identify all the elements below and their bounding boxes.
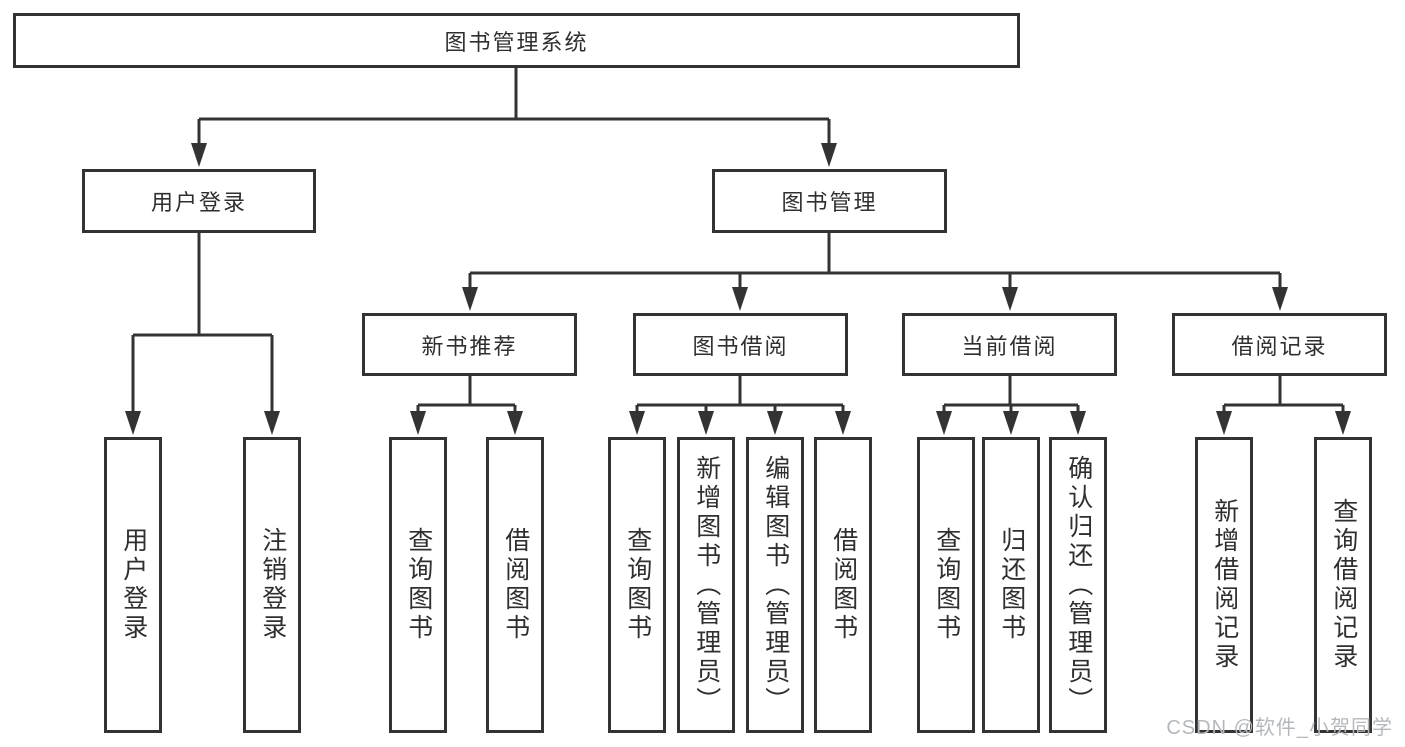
node-root-library-system: 图书管理系统: [13, 13, 1020, 68]
node-label: 借阅记录: [1231, 333, 1328, 359]
node-label: 借阅图书: [829, 527, 858, 643]
node-label: 归还图书: [997, 527, 1026, 643]
arrowhead: [936, 411, 952, 435]
arrowhead: [507, 411, 523, 435]
node-leaf-add-borrow-record: 新增借阅记录: [1195, 437, 1253, 733]
node-leaf-query-books-recommend: 查询图书: [389, 437, 447, 733]
node-leaf-query-borrow-record: 查询借阅记录: [1314, 437, 1372, 733]
arrowhead: [1002, 287, 1018, 311]
node-label: 图书借阅: [692, 333, 789, 359]
node-book-management: 图书管理: [712, 169, 947, 233]
node-leaf-user-login: 用户登录: [104, 437, 162, 733]
arrowhead: [1335, 411, 1351, 435]
arrowhead: [767, 411, 783, 435]
arrowhead: [191, 143, 207, 167]
arrowhead: [125, 411, 141, 435]
arrowhead: [698, 411, 714, 435]
node-label: 借阅图书: [501, 527, 530, 643]
arrowhead: [821, 143, 837, 167]
node-leaf-edit-books-admin: 编辑图书（管理员）: [746, 437, 804, 733]
node-book-borrowing: 图书借阅: [633, 313, 848, 376]
node-user-login: 用户登录: [82, 169, 316, 233]
node-label: 查询图书: [932, 527, 961, 643]
node-label: 注销登录: [258, 527, 287, 643]
node-label: 图书管理系统: [444, 29, 589, 55]
connector-paths: [131, 68, 1345, 413]
arrowhead: [264, 411, 280, 435]
node-label: 新增图书（管理员）: [692, 454, 721, 716]
arrowhead: [1003, 411, 1019, 435]
node-label: 用户登录: [150, 190, 247, 215]
node-label: 新书推荐: [421, 333, 518, 359]
arrowhead: [1272, 287, 1288, 311]
node-leaf-query-books-borrow: 查询图书: [608, 437, 666, 733]
node-borrowing-records: 借阅记录: [1172, 313, 1387, 376]
node-leaf-add-books-admin: 新增图书（管理员）: [677, 437, 735, 733]
node-label: 当前借阅: [961, 333, 1058, 359]
node-new-book-recommend: 新书推荐: [362, 313, 577, 376]
node-label: 查询借阅记录: [1329, 498, 1358, 672]
node-label: 查询图书: [623, 527, 652, 643]
node-current-borrowing: 当前借阅: [902, 313, 1117, 376]
node-leaf-confirm-return-admin: 确认归还（管理员）: [1049, 437, 1107, 733]
node-label: 用户登录: [119, 527, 148, 643]
node-label: 图书管理: [781, 190, 878, 215]
node-label: 查询图书: [404, 527, 433, 643]
arrowhead: [835, 411, 851, 435]
arrowhead: [1070, 411, 1086, 435]
arrowhead: [410, 411, 426, 435]
arrowhead: [629, 411, 645, 435]
watermark: CSDN @软件_小贺同学: [1166, 717, 1393, 739]
node-leaf-return-books: 归还图书: [982, 437, 1040, 733]
node-label: 确认归还（管理员）: [1064, 454, 1093, 716]
arrowhead: [462, 287, 478, 311]
node-leaf-logout: 注销登录: [243, 437, 301, 733]
node-leaf-borrow-books: 借阅图书: [814, 437, 872, 733]
connector-arrowheads: [125, 143, 1351, 435]
node-leaf-borrow-books-recommend: 借阅图书: [486, 437, 544, 733]
node-label: 编辑图书（管理员）: [761, 454, 790, 716]
node-label: 新增借阅记录: [1210, 498, 1239, 672]
node-leaf-query-books-current: 查询图书: [917, 437, 975, 733]
arrowhead: [1216, 411, 1232, 435]
arrowhead: [732, 287, 748, 311]
